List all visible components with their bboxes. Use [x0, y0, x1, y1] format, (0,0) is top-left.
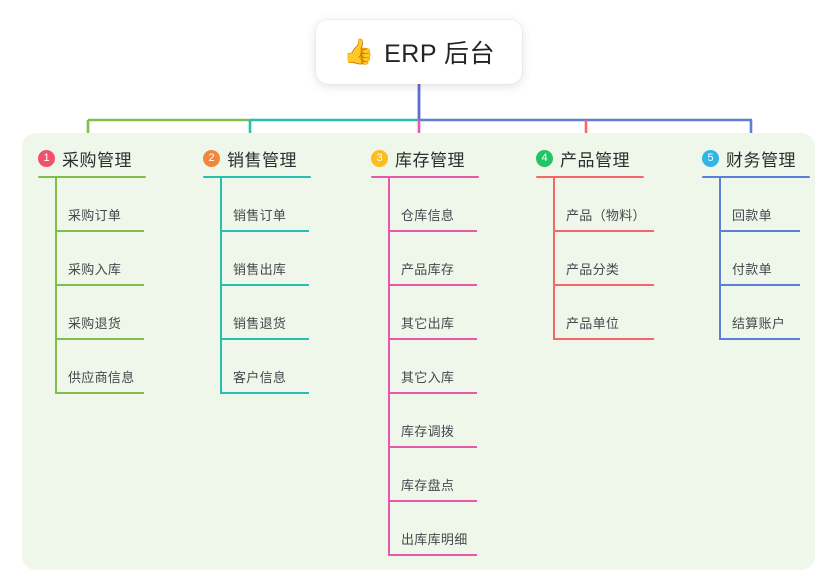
branch-item-underline [554, 284, 654, 286]
branch-column-2: 2 销售管理销售订单销售出库销售退货客户信息 [203, 145, 311, 400]
branch-item-label: 采购退货 [68, 316, 122, 331]
branch-item-list: 产品（物料） 产品分类产品单位 [536, 178, 654, 346]
branch-item-label: 产品（物料） [566, 208, 646, 223]
branch-item-label: 产品库存 [401, 262, 455, 277]
branch-number-badge: 4 [536, 149, 553, 167]
branch-item-label: 客户信息 [233, 370, 287, 385]
branch-item-label: 回款单 [732, 208, 772, 223]
branch-title: 财务管理 [726, 150, 796, 170]
branch-underline [371, 176, 479, 178]
root-node[interactable]: 👍 ERP 后台 [316, 20, 522, 84]
branch-header-1[interactable]: 1 采购管理 [38, 145, 146, 171]
branch-underline [38, 176, 146, 178]
branch-number-badge: 3 [371, 149, 388, 167]
branch-item-list: 采购订单采购入库采购退货供应商信息 [38, 178, 146, 400]
branch-item-list: 回款单付款单结算账户 [702, 178, 810, 346]
branch-item-underline [56, 392, 144, 394]
branch-item-underline [56, 230, 144, 232]
branch-title: 销售管理 [227, 150, 297, 170]
branch-header-2[interactable]: 2 销售管理 [203, 145, 311, 171]
branch-item-label: 采购入库 [68, 262, 122, 277]
branch-title: 库存管理 [395, 150, 465, 170]
branch-number-badge: 2 [203, 149, 220, 167]
branch-item-label: 产品分类 [566, 262, 620, 277]
branch-item-label: 仓库信息 [401, 208, 455, 223]
branch-item-underline [389, 338, 477, 340]
branch-item-label: 出库库明细 [401, 532, 468, 547]
branch-item-label: 销售退货 [233, 316, 287, 331]
branch-number-badge: 1 [38, 149, 55, 167]
branch-item-underline [389, 284, 477, 286]
branch-item-label: 其它入库 [401, 370, 455, 385]
branch-underline [203, 176, 311, 178]
branch-column-1: 1 采购管理采购订单采购入库采购退货供应商信息 [38, 145, 146, 400]
branch-item-underline [389, 500, 477, 502]
branch-item-label: 销售出库 [233, 262, 287, 277]
branch-item-underline [389, 446, 477, 448]
branch-header-4[interactable]: 4 产品管理 [536, 145, 644, 171]
branch-item-underline [554, 230, 654, 232]
branch-item-underline [389, 392, 477, 394]
branch-column-4: 4 产品管理产品（物料） 产品分类产品单位 [536, 145, 654, 346]
branch-item-label: 采购订单 [68, 208, 122, 223]
branch-item-label: 结算账户 [732, 316, 786, 331]
root-node-title: ERP 后台 [384, 40, 496, 68]
branch-spine-line [55, 178, 57, 394]
branch-item-underline [389, 230, 477, 232]
branch-title: 采购管理 [62, 150, 132, 170]
branch-item-underline [56, 284, 144, 286]
branch-item-underline [56, 338, 144, 340]
branch-item-list: 仓库信息产品库存其它出库其它入库库存调拨库存盘点出库库明细 [371, 178, 479, 562]
branch-item-underline [720, 284, 800, 286]
content-panel [22, 133, 815, 570]
branch-item-underline [221, 392, 309, 394]
branch-item-underline [221, 338, 309, 340]
thumbs-up-icon: 👍 [342, 37, 375, 66]
branch-spine-line [220, 178, 222, 394]
branch-item-label: 供应商信息 [68, 370, 135, 385]
branch-number-badge: 5 [702, 149, 719, 167]
branch-underline [702, 176, 810, 178]
branch-item-underline [720, 338, 800, 340]
branch-item-underline [389, 554, 477, 556]
branch-item-label: 销售订单 [233, 208, 287, 223]
branch-column-3: 3 库存管理仓库信息产品库存其它出库其它入库库存调拨库存盘点出库库明细 [371, 145, 479, 562]
branch-item-underline [221, 284, 309, 286]
branch-header-3[interactable]: 3 库存管理 [371, 145, 479, 171]
branch-spine-line [553, 178, 555, 340]
branch-item-underline [554, 338, 654, 340]
branch-header-5[interactable]: 5 财务管理 [702, 145, 810, 171]
branch-column-5: 5 财务管理回款单付款单结算账户 [702, 145, 810, 346]
branch-item-underline [221, 230, 309, 232]
branch-item-label: 其它出库 [401, 316, 455, 331]
branch-item-label: 产品单位 [566, 316, 620, 331]
branch-item-label: 库存调拨 [401, 424, 455, 439]
branch-underline [536, 176, 644, 178]
branch-item-underline [720, 230, 800, 232]
branch-spine-line [388, 178, 390, 556]
branch-item-list: 销售订单销售出库销售退货客户信息 [203, 178, 311, 400]
branch-spine-line [719, 178, 721, 340]
branch-item-label: 库存盘点 [401, 478, 455, 493]
branch-title: 产品管理 [560, 150, 630, 170]
branch-item-label: 付款单 [732, 262, 772, 277]
